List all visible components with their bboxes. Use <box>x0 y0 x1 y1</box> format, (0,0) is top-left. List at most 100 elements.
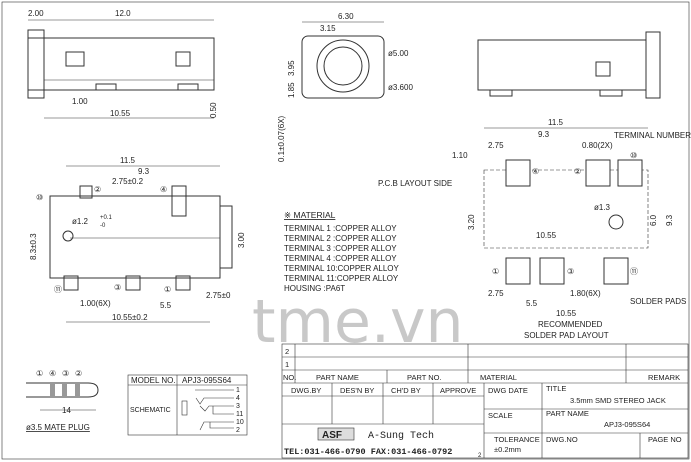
dim-label: 1.10 <box>452 151 468 160</box>
dim-label: ø3.600 <box>388 83 413 92</box>
dim-label: 6.0 <box>649 214 658 226</box>
watermark: tme.vn <box>252 287 464 357</box>
terminal-number: ① <box>492 267 499 276</box>
material-line: HOUSING :PA6T <box>284 284 345 293</box>
dim-label: 12.0 <box>115 9 131 18</box>
sign-label: DWG.BY <box>291 386 321 395</box>
material-line: TERMINAL 11:COPPER ALLOY <box>284 274 399 283</box>
dim-label: 3.00 <box>237 232 246 248</box>
mate-plug: ① ④ ③ ② 14 ø3.5 MATE PLUG <box>26 369 99 432</box>
dim-label: 0.1±0.07(6X) <box>277 115 286 162</box>
pin-label: 4 <box>236 395 240 402</box>
dim-label: 3.20 <box>467 214 476 230</box>
contact-suffix: 2 <box>478 453 482 459</box>
column-header: PART NO. <box>407 373 442 382</box>
material-line: TERMINAL 3 :COPPER ALLOY <box>284 244 397 253</box>
terminal-number-label: TERMINAL NUMBER <box>614 131 691 140</box>
top-view: 11.5 9.3 2.75±0.2 ø1.2 +0.1 -0 8.3±0.3 3… <box>29 156 246 323</box>
dim-label: 2.75±0 <box>206 291 231 300</box>
model-value: APJ3-095S64 <box>182 376 232 385</box>
dim-label: 2.75 <box>488 289 504 298</box>
model-table: MODEL NO. APJ3-095S64 SCHEMATIC 1 4 3 11… <box>127 374 248 436</box>
caption: RECOMMENDED <box>538 320 603 329</box>
pin-label: 1 <box>236 387 240 394</box>
dim-label: 10.55 <box>556 309 577 318</box>
dim-label: 5.5 <box>526 299 538 308</box>
dim-label: 10.55±0.2 <box>112 313 148 322</box>
terminal-number: ⑪ <box>54 285 62 294</box>
dwg-no-label: DWG.NO <box>546 435 578 444</box>
pcb-layout-side-label: P.C.B LAYOUT SIDE <box>378 179 452 188</box>
dim-label: +0.1 <box>100 215 113 221</box>
plug-pin-number: ③ <box>62 369 69 378</box>
dim-label: ø1.2 <box>72 217 89 226</box>
dim-label: 8.3±0.3 <box>29 233 38 260</box>
material-line: TERMINAL 1 :COPPER ALLOY <box>284 224 397 233</box>
pin-label: 10 <box>236 419 244 426</box>
tolerance-label: TOLERANCE <box>494 435 540 444</box>
terminal-number: ⑪ <box>630 267 638 276</box>
material-title: ※ MATERIAL <box>284 210 336 220</box>
side-view: 2.00 12.0 1.00 10.55 0.50 <box>27 9 218 119</box>
front-view: 6.30 3.15 ø5.00 ø3.600 3.95 1.85 0.1±0.0… <box>277 12 413 162</box>
page-no-label: PAGE NO <box>648 435 682 444</box>
dim-label: 10.55 <box>536 231 557 240</box>
dim-label: 2.00 <box>28 9 44 18</box>
rear-view <box>477 31 661 99</box>
terminal-number: ⑩ <box>36 193 43 202</box>
sign-label: CH'D BY <box>391 386 421 395</box>
material-line: TERMINAL 10:COPPER ALLOY <box>284 264 400 273</box>
dim-label: 9.3 <box>138 167 150 176</box>
dim-label: 10.55 <box>110 109 131 118</box>
caption: SOLDER PAD LAYOUT <box>524 331 609 340</box>
dim-label: 11.5 <box>548 118 564 127</box>
dim-label: 1.00(6X) <box>80 299 111 308</box>
company-contact: TEL:031-466-0790 FAX:031-466-0792 <box>284 447 452 457</box>
pin-label: 3 <box>236 403 240 410</box>
dim-label: ø5.00 <box>388 49 409 58</box>
row-number: 2 <box>285 347 289 356</box>
dim-label: 14 <box>62 406 71 415</box>
title-value: 3.5mm SMD STEREO JACK <box>570 396 666 405</box>
terminal-number: ④ <box>160 185 167 194</box>
plug-pin-number: ① <box>36 369 43 378</box>
dim-label: 2.75±0.2 <box>112 177 144 186</box>
pin-label: 2 <box>236 427 240 434</box>
part-name-label: PART NAME <box>546 409 589 418</box>
dim-label: 11.5 <box>120 156 136 165</box>
dim-label: 3.15 <box>320 24 336 33</box>
solder-pads-label: SOLDER PADS <box>630 297 686 306</box>
dwg-date-label: DWG DATE <box>488 386 528 395</box>
terminal-number: ② <box>94 185 101 194</box>
terminal-number: ② <box>574 167 581 176</box>
terminal-number: ③ <box>114 283 121 292</box>
dim-label: 1.85 <box>287 82 296 98</box>
plug-caption: ø3.5 MATE PLUG <box>26 423 90 432</box>
model-label: MODEL NO. <box>131 376 176 385</box>
company-name: A-Sung Tech <box>368 430 434 442</box>
title-block: 2 1 NO. PART NAME PART NO. MATERIAL REMA… <box>281 343 689 459</box>
column-header: REMARK <box>648 373 680 382</box>
part-name-value: APJ3-095S64 <box>604 420 650 429</box>
column-header: MATERIAL <box>480 373 517 382</box>
material-list: ※ MATERIAL TERMINAL 1 :COPPER ALLOY TERM… <box>284 210 400 293</box>
dim-label: 3.95 <box>287 60 296 76</box>
dim-label: -0 <box>100 223 106 229</box>
terminal-number: ⑩ <box>630 151 637 160</box>
dim-label: ø1.3 <box>594 203 611 212</box>
plug-pin-number: ② <box>75 369 82 378</box>
title-label: TITLE <box>546 384 566 393</box>
dim-label: 1.80(6X) <box>570 289 601 298</box>
schematic-label: SCHEMATIC <box>130 407 171 414</box>
dim-label: 1.00 <box>72 97 88 106</box>
material-line: TERMINAL 2 :COPPER ALLOY <box>284 234 397 243</box>
plug-pin-number: ④ <box>49 369 56 378</box>
dim-label: 2.75 <box>488 141 504 150</box>
material-line: TERMINAL 4 :COPPER ALLOY <box>284 254 397 263</box>
dim-label: 0.50 <box>209 102 218 118</box>
column-header: NO. <box>283 373 296 382</box>
scale-label: SCALE <box>488 411 513 420</box>
terminal-number: ① <box>164 285 171 294</box>
